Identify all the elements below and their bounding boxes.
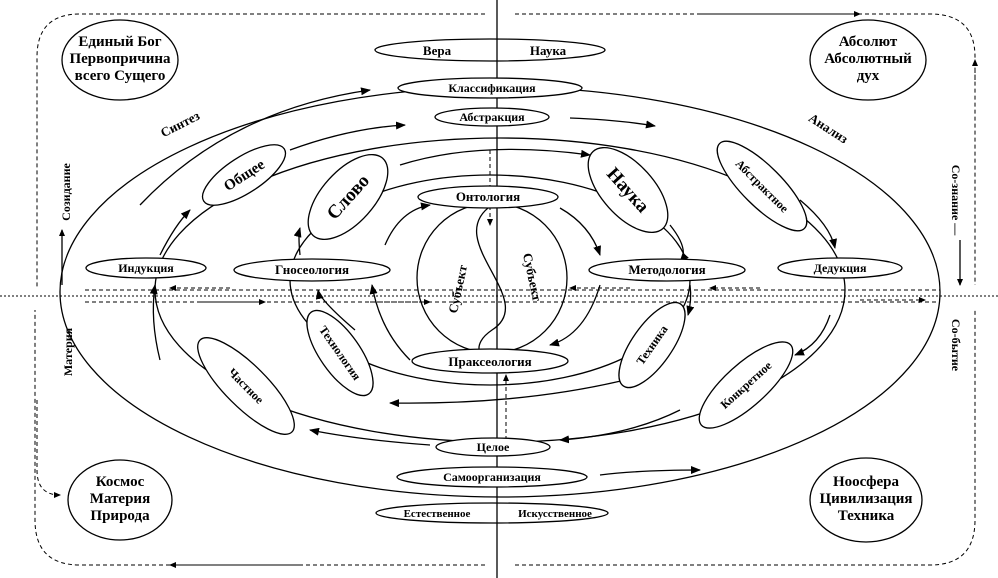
arrow-concrete <box>559 409 681 444</box>
arrow-word <box>399 148 591 166</box>
arrow-particular <box>149 284 161 361</box>
arrow-general <box>289 121 406 151</box>
node-concrete <box>698 341 794 429</box>
node-self-organization-label: Самоорганизация <box>443 470 541 484</box>
corner-top-left <box>61 19 179 101</box>
arrow-abstraction <box>569 117 656 129</box>
corner-bottom-left-line2: Материя <box>90 491 150 507</box>
corner-top-left-line1: Единый Бог <box>78 34 161 50</box>
corner-top-right-line2: Абсолютный <box>824 51 912 67</box>
arc-label-synthesis: Синтез <box>158 108 202 140</box>
node-induction-label: Индукция <box>118 261 174 275</box>
node-deduction <box>777 257 903 279</box>
node-ontology <box>417 185 559 209</box>
node-general <box>201 144 287 206</box>
arrow-self-organization <box>599 466 701 476</box>
node-praxeology <box>411 348 569 374</box>
node-whole-label: Целое <box>477 440 510 454</box>
arrow-science <box>669 224 689 263</box>
frame-bottom-right <box>515 310 976 566</box>
node-technology <box>306 309 374 397</box>
s-curve <box>476 204 507 361</box>
node-gnoseology <box>233 258 391 282</box>
arrow-methodology <box>686 284 695 316</box>
corner-top-right <box>809 19 927 101</box>
corner-bottom-left <box>67 459 173 541</box>
corner-top-right-line1: Абсолют <box>839 34 898 50</box>
arrow-technique <box>389 379 626 408</box>
center-subject-right: Субъект <box>520 252 545 303</box>
node-induction <box>85 257 207 279</box>
arrow-praxeology <box>369 284 411 361</box>
corner-bottom-right-line2: Цивилизация <box>819 491 912 507</box>
corner-bottom-right-line1: Ноосфера <box>833 474 900 490</box>
arrow-technology <box>315 289 356 331</box>
arrow-methodology-inner <box>549 284 601 347</box>
corner-top-left-line2: Первопричина <box>69 51 171 67</box>
corner-bottom-left-line3: Природа <box>90 508 150 524</box>
arrow-synthesis <box>139 87 371 206</box>
bottom-pair-ellipse <box>375 502 609 524</box>
arrow-deduction <box>794 314 831 356</box>
corner-bottom-left-line1: Космос <box>96 474 145 490</box>
corner-top-right-line3: дух <box>857 68 880 84</box>
arrow-ontology <box>559 207 601 256</box>
node-deduction-label: Дедукция <box>814 261 867 275</box>
corner-top-left-line3: всего Сущего <box>75 68 166 84</box>
node-classification-label: Классификация <box>448 81 536 95</box>
side-label-creation: Созидание <box>59 163 73 221</box>
node-technique <box>618 301 686 389</box>
corner-bottom-right <box>809 457 923 543</box>
top-pair-ellipse <box>374 38 606 62</box>
frame-bottom-left <box>34 310 485 566</box>
outer-ellipse <box>59 86 941 498</box>
side-label-co-knowledge: Со-знание — <box>949 165 963 237</box>
matter-flow-arrow <box>36 400 61 498</box>
arrow-abstract <box>799 199 837 249</box>
node-abstract <box>716 140 808 232</box>
top-pair-right: Наука <box>530 43 567 58</box>
node-whole <box>435 437 551 457</box>
node-classification <box>397 77 583 99</box>
node-word <box>307 153 389 241</box>
node-abstraction-label: Абстракция <box>459 110 525 124</box>
arrow-whole <box>309 427 431 446</box>
center-subject-left: Субъект <box>445 263 470 314</box>
arrow-gnoseology-inner <box>384 202 431 246</box>
node-abstraction <box>434 107 550 127</box>
node-methodology-label: Методология <box>628 262 705 277</box>
node-self-organization <box>396 466 588 488</box>
node-science <box>587 146 669 234</box>
node-gnoseology-label: Гносеология <box>275 262 349 277</box>
bottom-pair-right: Искусственное <box>518 508 592 520</box>
frame-top-right <box>515 13 976 285</box>
side-label-matter: Материя <box>61 327 75 376</box>
bottom-pair-left: Естественное <box>404 508 471 520</box>
top-pair-left: Вера <box>423 43 452 58</box>
node-praxeology-label: Праксеология <box>448 354 531 369</box>
corner-bottom-right-line3: Техника <box>838 508 895 524</box>
arrow-induction <box>159 209 191 256</box>
node-ontology-label: Онтология <box>456 189 520 204</box>
frame-top-left <box>36 13 485 288</box>
node-methodology <box>588 258 746 282</box>
side-label-co-being: Со-бытие <box>949 319 963 372</box>
arrow-gnoseology <box>293 227 302 256</box>
arc-label-analysis: Анализ <box>806 110 851 146</box>
